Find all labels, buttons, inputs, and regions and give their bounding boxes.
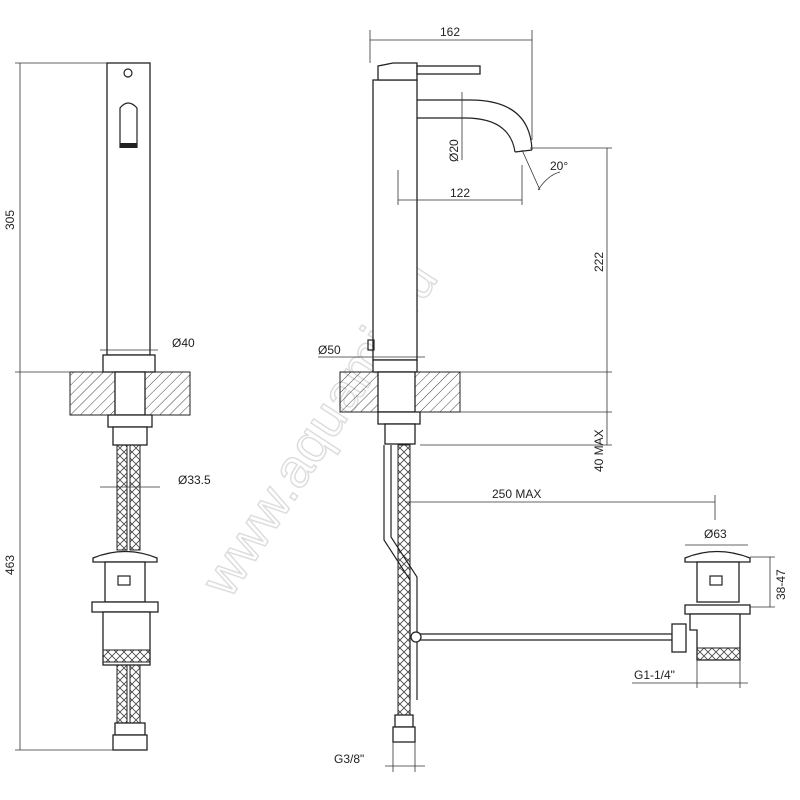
dim-spout-diameter: Ø20 — [447, 139, 461, 162]
dim-base-diameter: Ø50 — [318, 343, 341, 357]
dim-spout-height: 222 — [592, 252, 606, 272]
side-view: 162 Ø20 20° 122 222 40 MAX Ø50 — [318, 25, 788, 772]
dim-rod-length: 250 MAX — [492, 487, 541, 501]
dim-spout-angle: 20° — [550, 159, 568, 173]
dim-body-diameter: Ø40 — [172, 336, 195, 350]
dim-waste-height: 38-47 — [774, 569, 788, 600]
front-view: 305 463 Ø40 Ø33.5 — [3, 62, 211, 751]
dim-hose-thread: G3/8" — [334, 752, 364, 766]
dim-305: 305 — [3, 210, 17, 230]
dim-overall-width: 162 — [440, 25, 460, 39]
dim-counter-thickness: 40 MAX — [592, 429, 606, 472]
dim-waste-diameter: Ø63 — [704, 527, 727, 541]
dim-hose-diameter: Ø33.5 — [178, 473, 211, 487]
dim-spout-reach: 122 — [450, 186, 470, 200]
dim-463: 463 — [3, 555, 17, 575]
dim-waste-thread: G1-1/4" — [634, 668, 675, 682]
